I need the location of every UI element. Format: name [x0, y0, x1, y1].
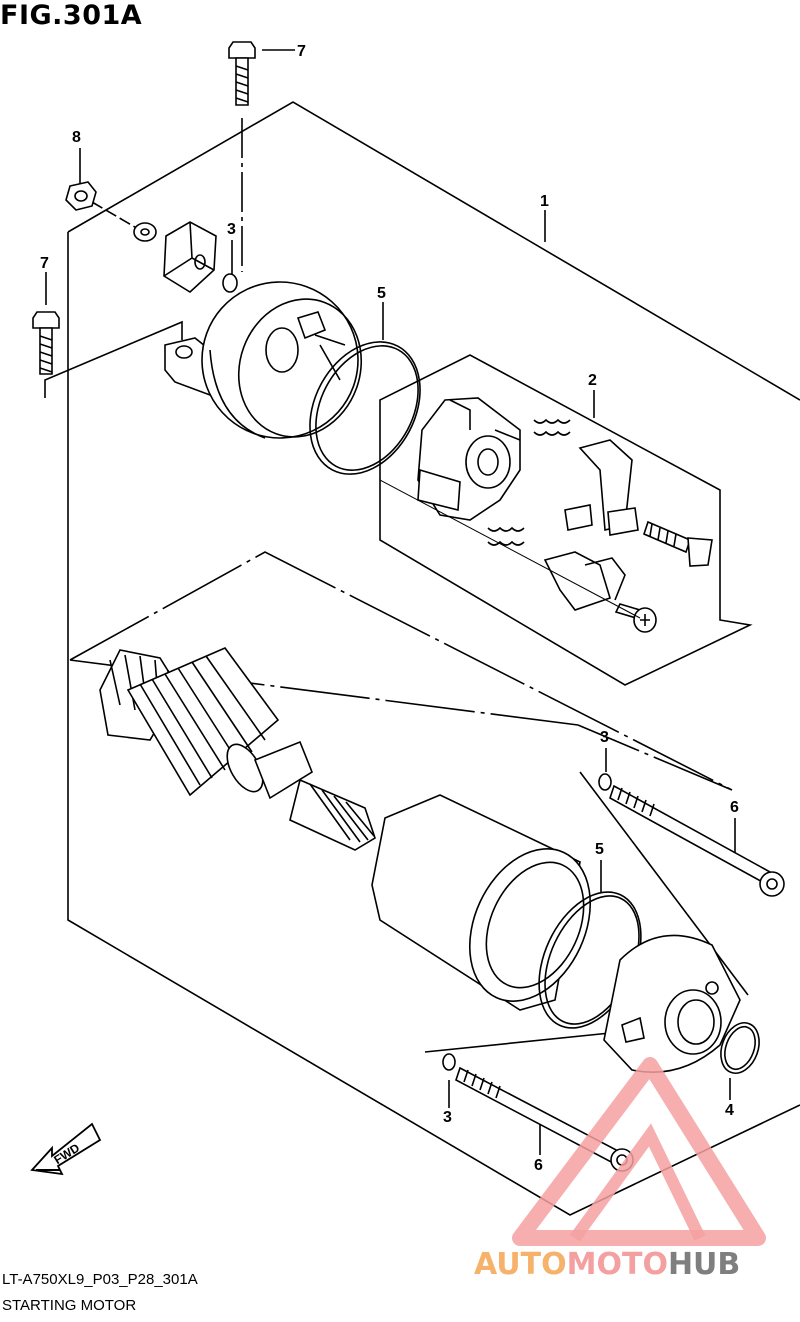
callout-1: 1	[540, 193, 549, 210]
brush-lower	[543, 551, 626, 611]
callout-5-upper: 5	[377, 285, 386, 302]
springs	[487, 418, 571, 546]
figure-name: STARTING MOTOR	[2, 1297, 137, 1314]
washer-mid	[598, 773, 612, 791]
fwd-arrow-shape	[30, 1122, 102, 1176]
figure-code: LT-A750XL9_P03_P28_301A	[2, 1271, 198, 1288]
brush-upper	[564, 439, 639, 536]
callout-2: 2	[588, 372, 597, 389]
bolt-left	[32, 311, 60, 375]
through-bolt-upper	[609, 784, 785, 897]
callout-7-left: 7	[40, 255, 49, 272]
armature	[99, 647, 376, 851]
figure-title: FIG.301A	[0, 0, 143, 31]
rear-housing	[164, 281, 363, 439]
washer-cap	[133, 221, 217, 293]
yoke	[371, 794, 592, 1011]
watermark-auto: AUTO	[474, 1247, 567, 1282]
terminal-bolt	[643, 520, 713, 567]
callout-4: 4	[725, 1102, 734, 1119]
callout-8: 8	[72, 129, 81, 146]
front-cover	[603, 934, 741, 1073]
watermark-moto: MOTO	[567, 1247, 668, 1282]
callout-6-lower: 6	[534, 1157, 543, 1174]
watermark-logo-icon	[512, 1057, 766, 1246]
bolt-upper	[228, 41, 256, 106]
callout-7-upper: 7	[297, 43, 306, 60]
nut	[65, 181, 97, 211]
callout-5-lower: 5	[595, 841, 604, 858]
brush-holder-outline	[379, 354, 753, 686]
callout-3-upper: 3	[227, 221, 236, 238]
through-bolt-lower	[455, 1066, 634, 1172]
watermark-text: AUTOMOTOHUB	[474, 1247, 740, 1282]
assembly-outline	[44, 101, 800, 1216]
callout-3-mid: 3	[600, 729, 609, 746]
oring-front	[720, 1022, 760, 1074]
washer-low	[442, 1053, 456, 1071]
brush-plate	[417, 397, 521, 521]
seal-upper	[309, 341, 421, 475]
screw	[614, 603, 657, 633]
oring-upper	[222, 273, 238, 293]
watermark-hub: HUB	[668, 1247, 740, 1282]
callout-3-lower: 3	[443, 1109, 452, 1126]
callout-6-upper: 6	[730, 799, 739, 816]
